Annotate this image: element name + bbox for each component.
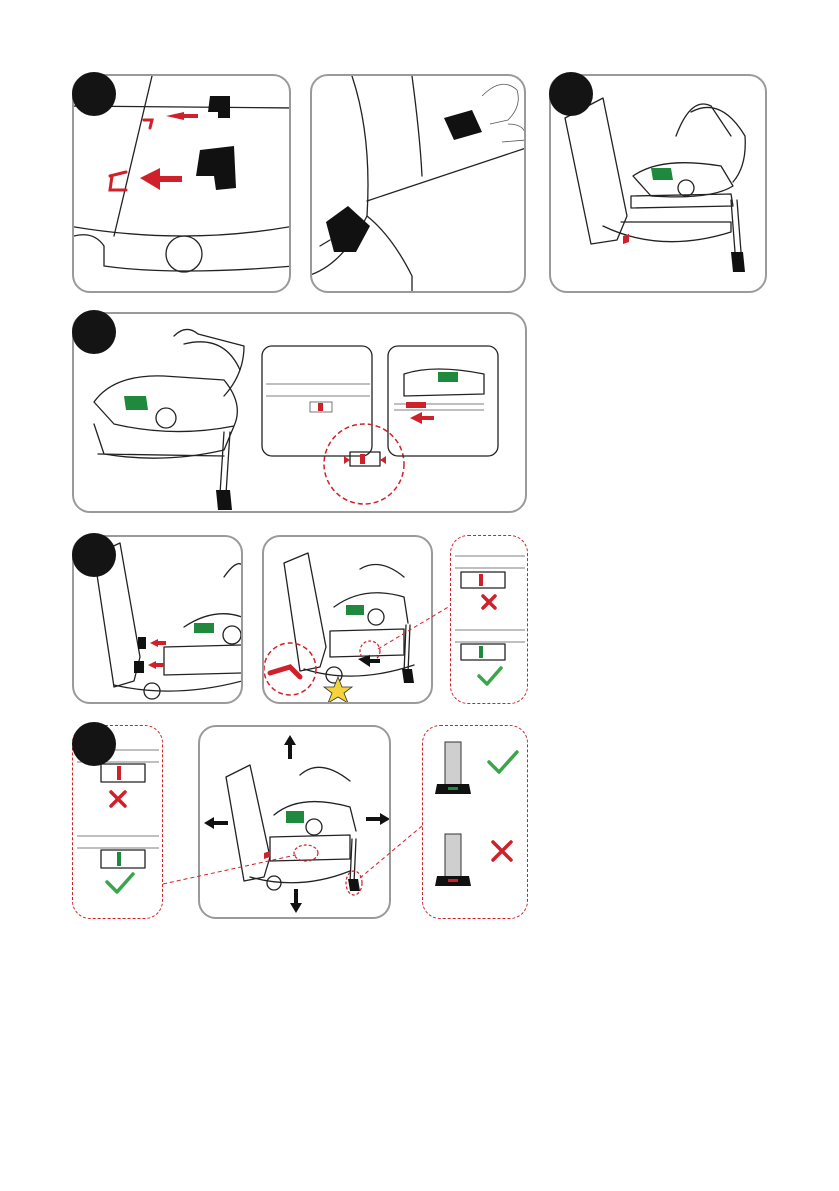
indicator-check-illustration	[451, 536, 528, 704]
vehicle-anchors-illustration	[312, 76, 526, 293]
panel-push-until-click	[262, 535, 433, 704]
step-badge-5	[72, 722, 116, 766]
cross-mark-icon	[493, 842, 511, 860]
step-badge-4	[72, 533, 116, 577]
step-badge-2	[549, 72, 593, 116]
panel-indicator-check-1	[450, 535, 528, 704]
check-mark-icon	[489, 752, 517, 772]
step-badge-1	[72, 72, 116, 116]
panel-car-seat-on-base	[72, 312, 527, 513]
panel-support-leg-indicator	[422, 725, 528, 919]
car-seat-on-base-illustration	[74, 314, 527, 513]
push-until-click-illustration	[264, 537, 433, 704]
panel-base-stability-check	[198, 725, 391, 919]
cross-mark-icon	[483, 596, 495, 608]
support-leg-illustration	[423, 726, 528, 919]
cross-mark-icon	[111, 792, 125, 806]
panel-vehicle-anchors	[310, 74, 526, 293]
base-stability-illustration	[200, 727, 391, 919]
check-mark-icon	[107, 874, 133, 892]
check-mark-icon	[479, 668, 501, 684]
step-badge-3	[72, 310, 116, 354]
